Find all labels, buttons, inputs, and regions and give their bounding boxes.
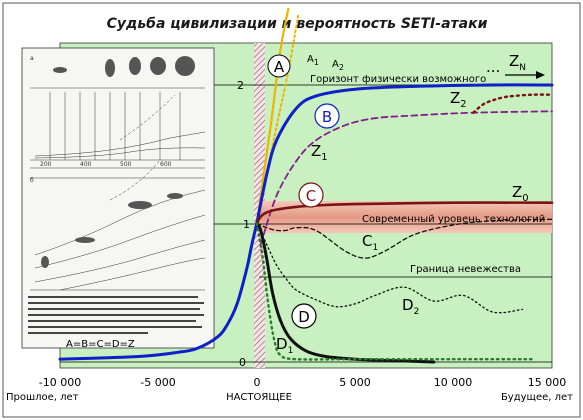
zn-arrow: ... ZN xyxy=(486,52,545,79)
x-tick-15000: 15 000 xyxy=(528,376,567,389)
svg-text:500: 500 xyxy=(120,161,132,168)
inset-figure: 200 400 500 600 a б xyxy=(21,47,215,349)
label-C1: C1 xyxy=(362,232,378,253)
label-Z1: Z1 xyxy=(311,142,328,163)
svg-text:ZN: ZN xyxy=(509,52,526,73)
label-Z0: Z0 xyxy=(512,183,529,204)
curve-c1 xyxy=(256,218,553,259)
svg-text:B: B xyxy=(322,108,332,126)
x-axis: -10 000 -5 000 0 5 000 10 000 15 000 Про… xyxy=(6,376,573,403)
svg-text:б: б xyxy=(30,177,34,184)
horizon-label: Горизонт физически возможного xyxy=(310,74,486,85)
x-tick-10000: 10 000 xyxy=(434,376,473,389)
curve-d1 xyxy=(255,222,534,361)
future-label: Будущее, лет xyxy=(501,392,573,403)
curve-d2 xyxy=(256,222,524,314)
label-Z2: Z2 xyxy=(450,89,467,110)
curve-z1 xyxy=(259,110,553,246)
diagram-title: Судьба цивилизации и вероятность SETI-ат… xyxy=(107,16,488,32)
svg-text:400: 400 xyxy=(80,161,92,168)
label-A2: A2 xyxy=(332,59,344,72)
svg-text:a: a xyxy=(30,55,34,62)
x-tick-minus-10000: -10 000 xyxy=(39,376,81,389)
label-C: C xyxy=(298,182,324,208)
curve-common xyxy=(58,222,259,361)
svg-text:...: ... xyxy=(486,58,500,76)
y-tick-2: 2 xyxy=(237,79,244,92)
label-D: D xyxy=(291,303,317,329)
curve-z2 xyxy=(472,93,554,114)
x-tick-0: 0 xyxy=(254,376,261,389)
label-A1: A1 xyxy=(307,54,319,67)
y-tick-1: 1 xyxy=(243,218,250,231)
y-tick-0: 0 xyxy=(239,356,246,369)
ignorance-label: Граница невежества xyxy=(410,264,521,275)
label-equal: A=B=C=D=Z xyxy=(66,339,135,350)
svg-text:600: 600 xyxy=(160,161,172,168)
label-D1: D1 xyxy=(276,335,293,356)
past-label: Прошлое, лет xyxy=(6,392,79,403)
curve-b xyxy=(255,83,554,225)
label-A: A xyxy=(267,54,291,78)
svg-text:D: D xyxy=(298,308,310,326)
label-B: B xyxy=(314,103,340,129)
x-tick-minus-5000: -5 000 xyxy=(140,376,175,389)
svg-text:A: A xyxy=(274,58,285,76)
curves xyxy=(58,7,554,364)
label-D2: D2 xyxy=(402,296,419,317)
svg-text:200: 200 xyxy=(40,161,52,168)
svg-text:C: C xyxy=(306,187,316,205)
current-level-label: Современный уровень технологий xyxy=(362,214,545,225)
curve-c xyxy=(255,201,554,225)
present-label: НАСТОЯЩЕЕ xyxy=(226,392,292,403)
x-tick-5000: 5 000 xyxy=(339,376,371,389)
